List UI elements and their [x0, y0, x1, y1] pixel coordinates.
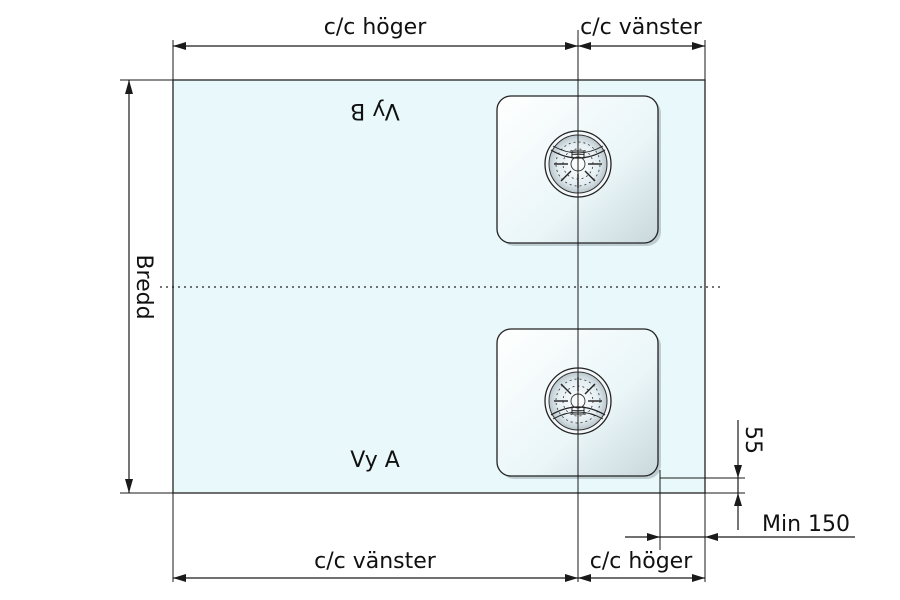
bottom-cc-left-label: c/c vänster	[314, 549, 437, 574]
dim-55-label: 55	[740, 426, 765, 454]
width-label: Bredd	[131, 254, 156, 319]
top-cc-right-label: c/c höger	[324, 15, 428, 40]
min-150-label: Min 150	[762, 512, 850, 537]
top-cc-left-label: c/c vänster	[580, 15, 703, 40]
view-a-label: Vy A	[350, 448, 400, 473]
bottom-cc-right-label: c/c höger	[590, 549, 694, 574]
view-b-label: Vy B	[350, 98, 400, 123]
